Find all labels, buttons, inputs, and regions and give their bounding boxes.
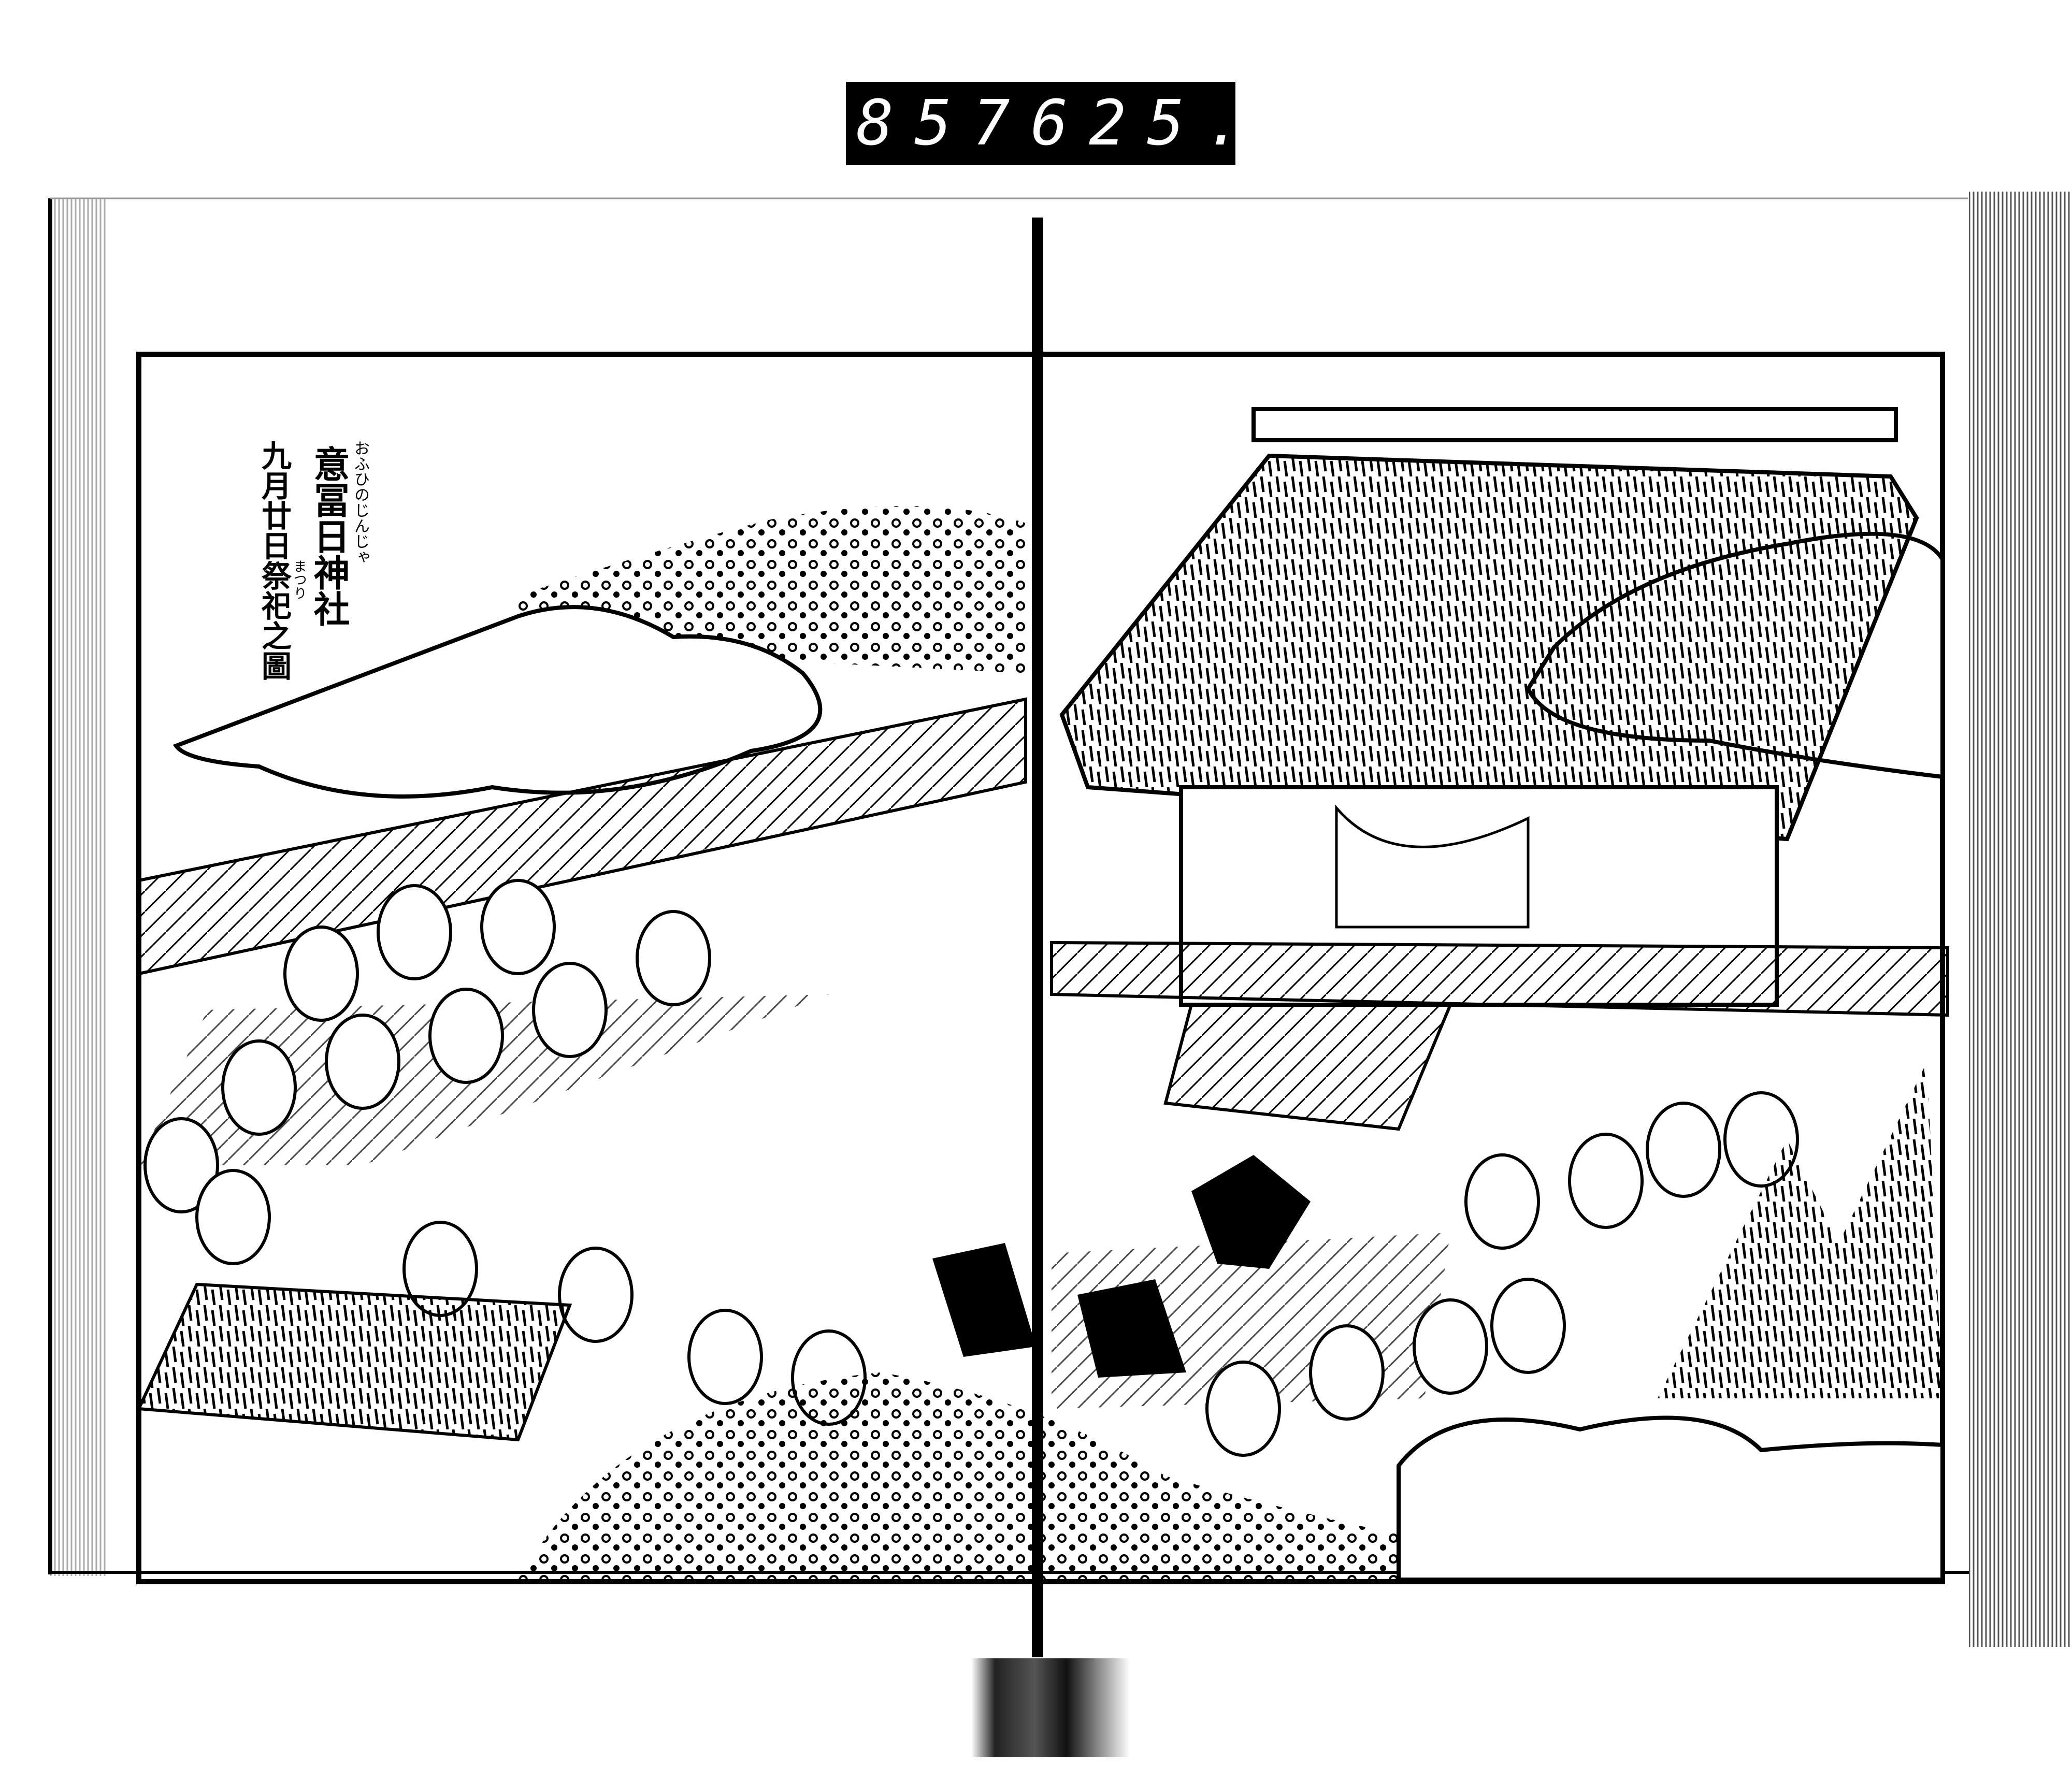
shrine-roof <box>1059 453 1919 842</box>
shrine-stairs <box>1163 1003 1453 1131</box>
pine-trees <box>1658 1062 1942 1398</box>
roof-ridge <box>1251 407 1898 442</box>
catalog-number-left: 857 <box>856 88 1031 160</box>
spine-bottom-tab <box>971 1658 1130 1757</box>
illustration-title-sub-reading: まつり <box>291 559 307 600</box>
catalog-number-right: 625. <box>1030 88 1263 160</box>
illustration-title-sub: 九月廿日祭祀之圖 <box>256 440 292 681</box>
cloud-bottom-right <box>1397 1415 1945 1582</box>
flowering-trees <box>518 1372 1502 1580</box>
illustration <box>136 407 1949 1582</box>
catalog-number-label: 857 625. <box>846 82 1243 165</box>
gatehouse-roof <box>136 1282 572 1442</box>
dancer-figures <box>932 1155 1311 1378</box>
fence <box>137 697 1027 976</box>
illustration-title-main-reading: おふひのじんじゃ <box>351 440 369 565</box>
seating-mat <box>139 994 829 1165</box>
shrine-curtain <box>1335 804 1530 929</box>
illustration-title-main: 意冨日神社 <box>308 445 351 627</box>
veranda <box>1050 941 1949 1017</box>
seated-figures <box>143 879 1799 1457</box>
